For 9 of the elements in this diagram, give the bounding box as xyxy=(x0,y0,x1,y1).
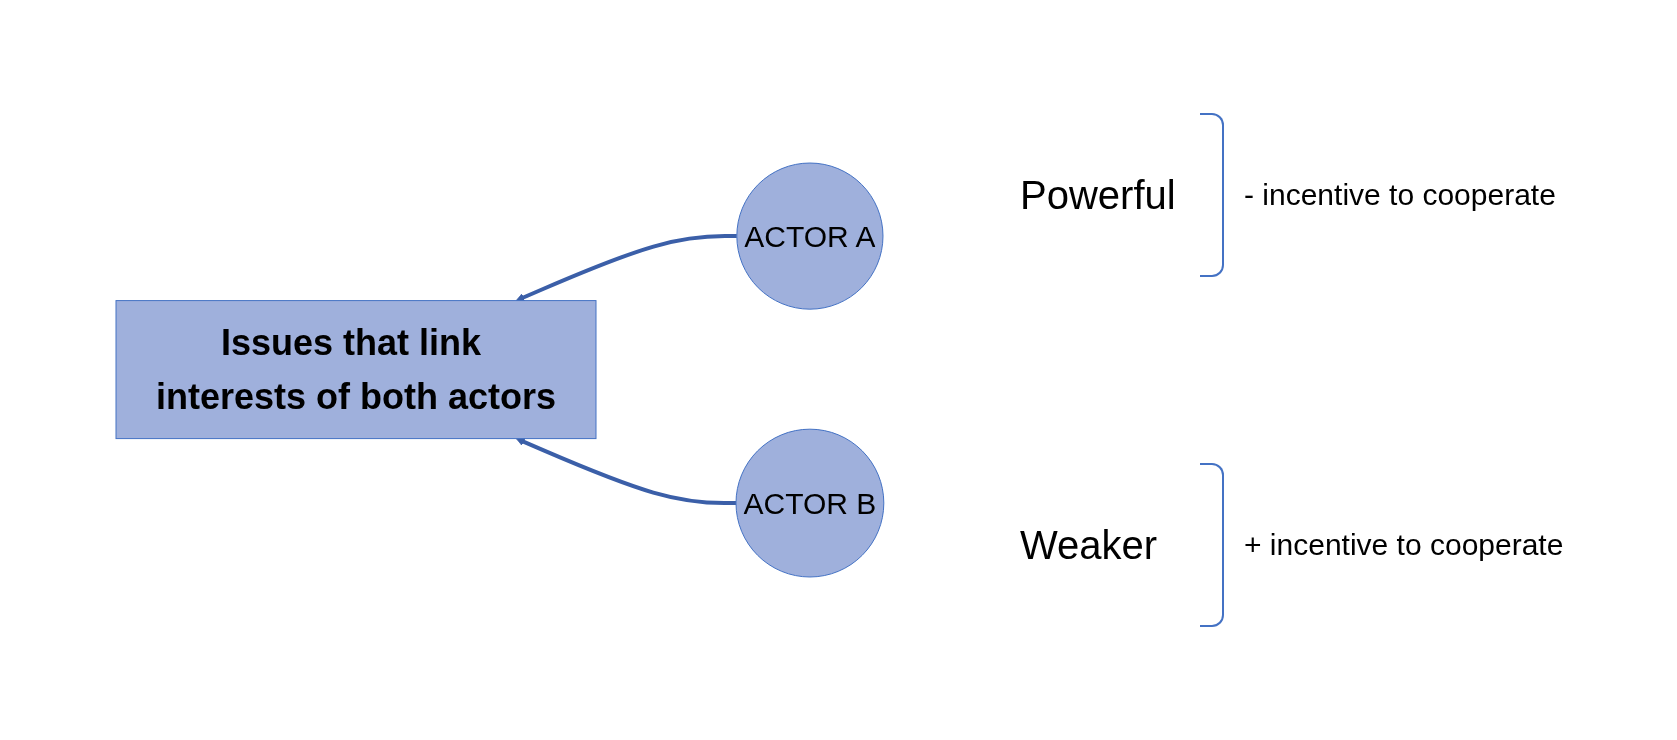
node-circle: ACTOR B xyxy=(735,428,885,578)
node-circle: ACTOR A xyxy=(736,162,884,310)
strength-label: Weaker xyxy=(1020,522,1159,568)
arrow xyxy=(515,234,737,302)
incentive-note: - incentive to cooperate xyxy=(1244,178,1556,212)
node-box: Issues that link interests of both actors xyxy=(115,300,597,440)
strength-label: Powerful xyxy=(1020,172,1177,218)
incentive-note: + incentive to cooperate xyxy=(1244,528,1564,562)
arrow xyxy=(515,437,737,506)
